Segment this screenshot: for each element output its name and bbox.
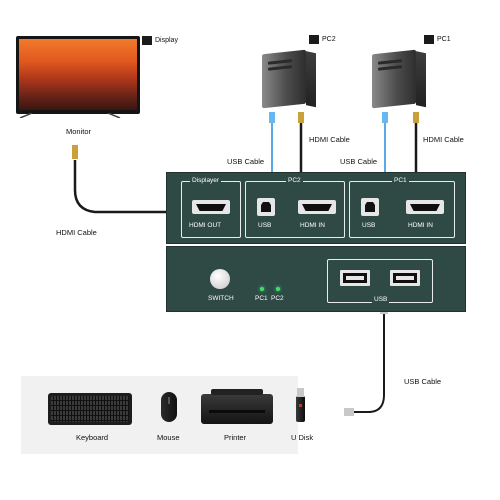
monitor-screen-landscape — [19, 39, 137, 110]
pc2-port-group: PC2 USB HDMI IN — [245, 177, 345, 238]
hdmi-out-label: HDMI OUT — [189, 222, 222, 229]
usb-a-port-1[interactable] — [340, 270, 370, 286]
pc1-port-group: PC1 USB HDMI IN — [349, 177, 455, 238]
display-tag: Display — [142, 36, 181, 45]
kvm-front-panel: SWITCH PC1 PC2 USB — [166, 246, 466, 312]
mouse-icon — [161, 392, 177, 422]
hdmi-cable-monitor — [73, 160, 170, 214]
hdmi-plug-monitor — [72, 145, 78, 159]
hdmi-cable-pc1-label: HDMI Cable — [423, 135, 464, 144]
usb-pc1-label: USB — [362, 222, 376, 229]
monitor-stand — [19, 113, 121, 118]
pc1-tower — [372, 49, 426, 109]
usb-cable-pc2-label: USB Cable — [227, 157, 265, 166]
usb-b-port-pc1[interactable] — [361, 198, 379, 216]
led-pc2-label: PC2 — [271, 295, 284, 302]
hdmi-out-port[interactable] — [192, 200, 230, 214]
udisk-label: U Disk — [291, 433, 314, 442]
switch-label: SWITCH — [208, 295, 234, 302]
hdmi-cable-pc2-label: HDMI Cable — [309, 135, 350, 144]
hdmi-in-pc1-label: HDMI IN — [408, 222, 433, 229]
hdmi-in-port-pc1[interactable] — [406, 200, 444, 214]
usb-cable-pc1-label: USB Cable — [340, 157, 378, 166]
switch-button[interactable] — [210, 269, 230, 289]
pc2-led — [276, 287, 280, 291]
mouse-label: Mouse — [157, 433, 180, 442]
displayer-label: Displayer — [190, 177, 222, 184]
pc1-tag: PC1 — [424, 35, 454, 44]
led-pc1-label: PC1 — [255, 295, 268, 302]
printer-icon — [201, 389, 273, 424]
pc2-tag: PC2 — [309, 35, 339, 44]
keyboard-icon — [48, 393, 132, 425]
usb-a-port-2[interactable] — [390, 270, 420, 286]
usb-b-port-pc2[interactable] — [257, 198, 275, 216]
usb-pc2-label: USB — [258, 222, 272, 229]
pc2-group-label: PC2 — [286, 177, 303, 184]
pc1-led — [260, 287, 264, 291]
monitor — [16, 36, 140, 114]
pc2-tower — [262, 49, 316, 109]
kvm-back-panel: Displayer HDMI OUT PC2 USB HDMI IN PC1 U… — [166, 172, 466, 244]
hdmi-in-pc2-label: HDMI IN — [300, 222, 325, 229]
usb-cable-devices-label: USB Cable — [404, 377, 442, 386]
front-usb-label: USB — [372, 296, 390, 303]
displayer-group: Displayer HDMI OUT — [181, 177, 241, 238]
front-usb-group: USB — [327, 259, 433, 303]
hdmi-in-port-pc2[interactable] — [298, 200, 336, 214]
keyboard-label: Keyboard — [76, 433, 109, 442]
hdmi-cable-monitor-label: HDMI Cable — [56, 228, 97, 237]
pc1-group-label: PC1 — [392, 177, 409, 184]
printer-label: Printer — [224, 433, 247, 442]
udisk-icon — [296, 388, 305, 422]
monitor-label: Monitor — [66, 127, 92, 136]
usb-cable-devices — [352, 312, 385, 413]
